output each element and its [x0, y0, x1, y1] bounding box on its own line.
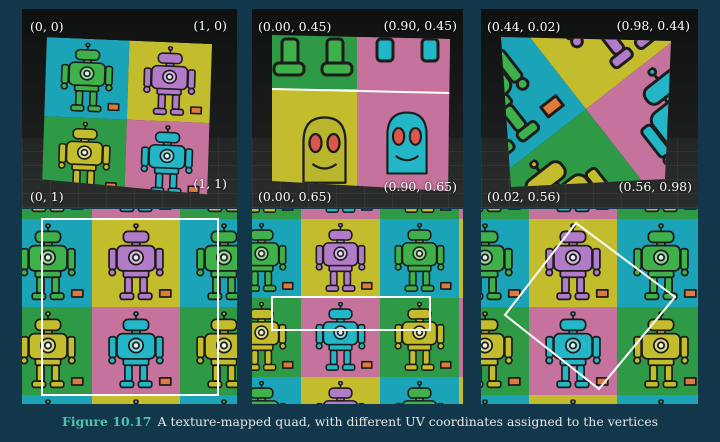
- figure-caption: Figure 10.17 A texture-mapped quad, with …: [0, 414, 720, 429]
- uv-label-bottom-right: (0.90, 0.65): [383, 179, 457, 194]
- quad-view-2: (0.00, 0.45) (0.90, 0.45) (0.00, 0.65) (…: [252, 9, 463, 208]
- uv-label-bottom-left: (0.00, 0.65): [258, 189, 332, 204]
- uv-label-top-right: (0.98, 0.44): [616, 18, 690, 33]
- uv-region-frame: [41, 218, 219, 396]
- caption-text: A texture-mapped quad, with different UV…: [157, 414, 658, 429]
- uv-label-bottom-left: (0, 1): [30, 189, 64, 204]
- figure-number: Figure 10.17: [61, 414, 152, 429]
- texture-tiling-2: [252, 209, 463, 404]
- textured-quad-2: [272, 35, 450, 191]
- uv-label-top-right: (1, 0): [193, 18, 227, 33]
- uv-label-top-right: (0.90, 0.45): [383, 18, 457, 33]
- uv-label-top-left: (0, 0): [30, 19, 64, 34]
- uv-texture-3: [481, 209, 698, 404]
- quad-view-1: (0, 0) (1, 0) (0, 1) (1, 1): [22, 9, 237, 208]
- uv-label-bottom-right: (1, 1): [193, 176, 227, 191]
- uv-label-top-left: (0.00, 0.45): [258, 19, 332, 34]
- uv-region-frame: [503, 221, 677, 391]
- uv-label-bottom-right: (0.56, 0.98): [618, 179, 692, 194]
- uv-label-bottom-left: (0.02, 0.56): [487, 189, 561, 204]
- uv-region-frame: [271, 296, 431, 331]
- texture-tiling-1: [22, 209, 237, 404]
- quad-view-3: (0.44, 0.02) (0.98, 0.44) (0.02, 0.56) (…: [481, 9, 698, 208]
- uv-label-top-left: (0.44, 0.02): [487, 19, 561, 34]
- uv-texture-1: [22, 209, 237, 404]
- uv-texture-2: [252, 209, 463, 404]
- texture-tiling-3: [481, 209, 698, 404]
